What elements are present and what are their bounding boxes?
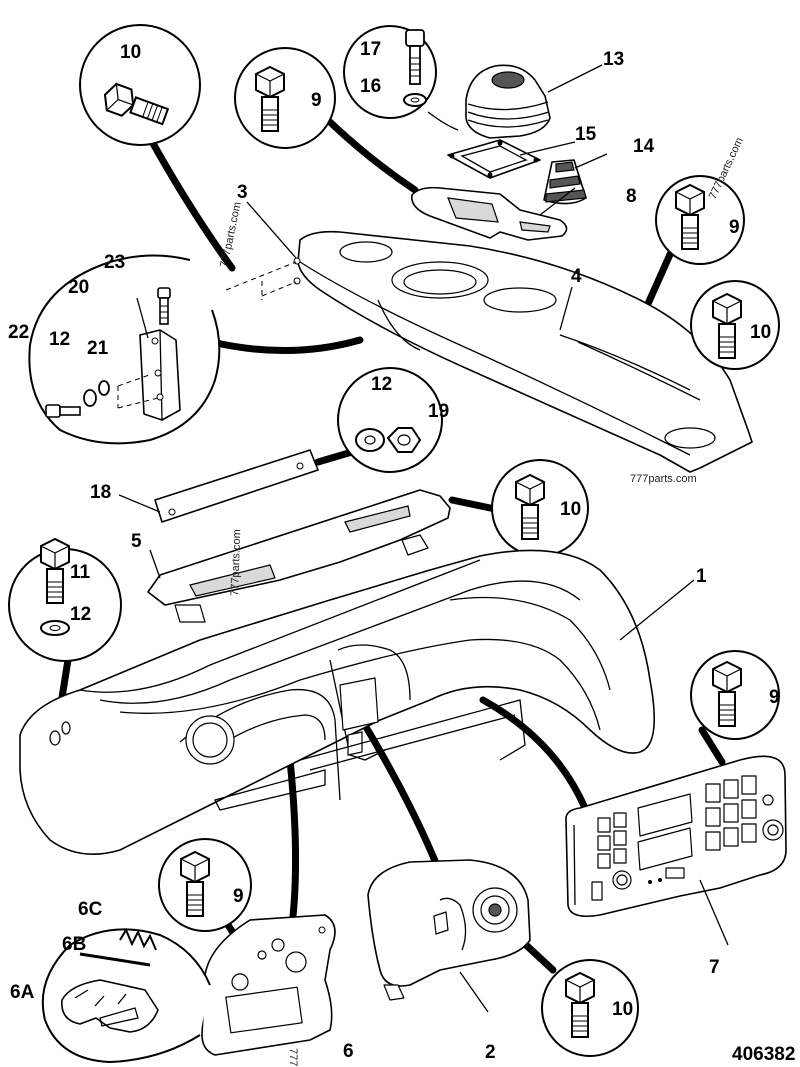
strip-part-18 <box>154 449 319 523</box>
callout-labels: 10 17 16 13 9 15 14 3 8 9 23 4 20 10 22 … <box>8 39 795 1065</box>
bracket-circle-20-23 <box>28 254 221 445</box>
top-cover-part-4 <box>225 230 753 473</box>
callout-6a: 6A <box>10 982 35 1003</box>
callout-10-bottom: 10 <box>612 999 633 1020</box>
switch-parts-6a-6b-6c <box>41 927 211 1064</box>
bolt-circle-9-panel <box>690 650 780 740</box>
bolt-circle-10-top <box>79 24 201 146</box>
callout-22: 22 <box>8 322 29 343</box>
callout-1: 1 <box>696 566 707 587</box>
watermark: 777parts.com <box>218 201 244 269</box>
label-lines <box>118 64 695 641</box>
callout-9-right: 9 <box>729 217 740 238</box>
callout-12-bottom: 12 <box>70 604 91 625</box>
callout-23: 23 <box>104 252 125 273</box>
bolt-circle-9-bottom <box>158 838 252 932</box>
callout-17: 17 <box>360 39 381 60</box>
switch-plate-part-6 <box>201 914 336 1056</box>
callout-6: 6 <box>343 1041 354 1062</box>
boot-part-13 <box>465 64 551 139</box>
callout-12-left: 12 <box>49 329 70 350</box>
pod-part-2 <box>367 859 531 1013</box>
callout-10-right: 10 <box>750 322 771 343</box>
bolt-circle-17-16 <box>343 25 459 131</box>
bolt-circle-10-bottom <box>541 959 639 1057</box>
callout-4: 4 <box>571 266 582 287</box>
watermark: 777parts.com <box>229 529 243 596</box>
callout-13: 13 <box>603 49 624 70</box>
watermark: 777pa <box>287 1048 299 1067</box>
callout-8: 8 <box>626 186 637 207</box>
callout-14: 14 <box>633 136 655 157</box>
bolt-circle-9-top <box>234 47 336 149</box>
callout-16: 16 <box>360 76 381 97</box>
bolt-circle-11-12 <box>8 538 122 662</box>
nut-circle-12-19 <box>337 367 443 473</box>
callout-10-mid: 10 <box>560 499 581 520</box>
callout-2: 2 <box>485 1042 496 1063</box>
callout-9-panel: 9 <box>769 687 780 708</box>
bolt-circle-9-right <box>655 175 745 265</box>
callout-6c: 6C <box>78 899 103 920</box>
callout-5: 5 <box>131 531 142 552</box>
callout-9-bottom: 9 <box>233 886 244 907</box>
bolt-circle-10-right <box>690 280 780 370</box>
boot-part-14 <box>543 159 587 205</box>
callout-19: 19 <box>428 401 449 422</box>
callout-10-top-left: 10 <box>120 42 141 63</box>
callout-7: 7 <box>709 957 720 978</box>
callout-18: 18 <box>90 482 111 503</box>
callout-6b: 6B <box>62 934 86 955</box>
callout-15: 15 <box>575 124 597 145</box>
callout-3: 3 <box>237 182 248 203</box>
dashboard-part-1 <box>19 549 655 856</box>
callout-21: 21 <box>87 338 109 359</box>
callout-12-mid: 12 <box>371 374 392 395</box>
plate-part-8 <box>411 186 568 241</box>
callout-9-top: 9 <box>311 90 322 111</box>
drawing-number: 406382 <box>732 1044 795 1065</box>
seal-frame-part-15 <box>447 139 541 179</box>
callout-11: 11 <box>70 562 91 583</box>
switch-panel-part-7 <box>565 755 787 946</box>
console-plate-part-5 <box>147 489 451 623</box>
callout-20: 20 <box>68 277 89 298</box>
watermark: 777parts.com <box>630 473 697 485</box>
